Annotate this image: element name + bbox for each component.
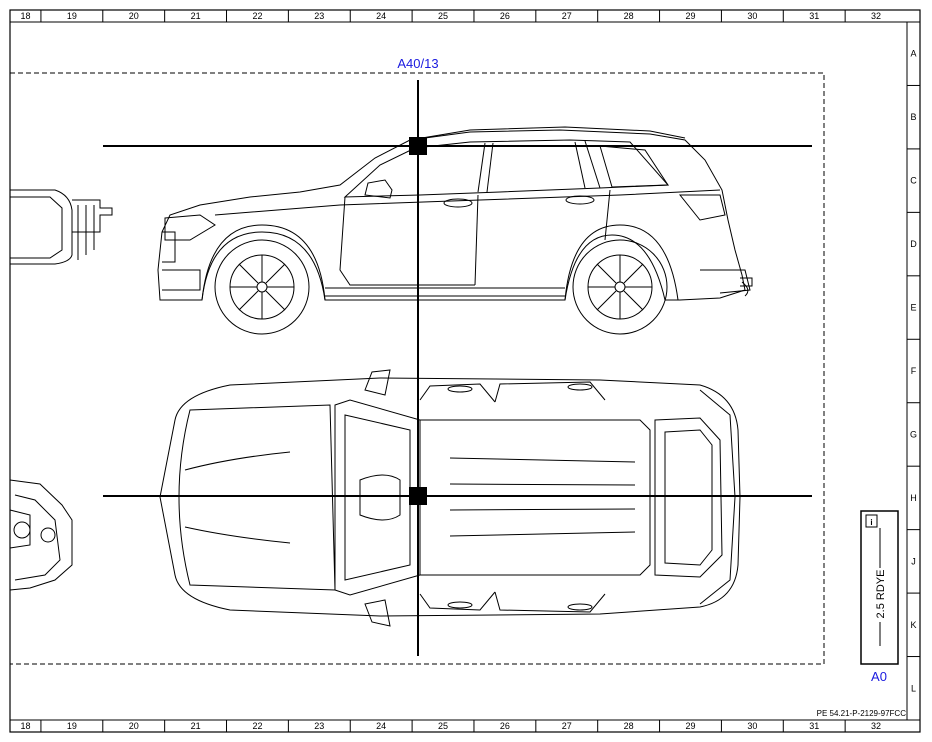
row-letter-E: E bbox=[910, 303, 916, 313]
column-number-24: 24 bbox=[376, 721, 386, 731]
top-view-location-marker[interactable] bbox=[409, 487, 427, 505]
component-boundary-dashed bbox=[10, 72, 825, 665]
info-icon-glyph: i bbox=[870, 518, 872, 527]
row-letter-C: C bbox=[910, 176, 917, 186]
row-letter-F: F bbox=[911, 366, 917, 376]
row-letter-K: K bbox=[910, 620, 916, 630]
column-number-30: 30 bbox=[747, 11, 757, 21]
column-number-32: 32 bbox=[871, 11, 881, 21]
row-letter-B: B bbox=[910, 112, 916, 122]
column-number-29: 29 bbox=[685, 721, 695, 731]
column-number-21: 21 bbox=[191, 721, 201, 731]
column-number-30: 30 bbox=[747, 721, 757, 731]
top-view-car-drawing bbox=[160, 370, 740, 626]
right-row-ticks: A B C D E F G H J K L bbox=[907, 49, 920, 693]
column-number-25: 25 bbox=[438, 11, 448, 21]
side-view-car-drawing bbox=[158, 127, 752, 334]
row-letter-L: L bbox=[911, 683, 916, 693]
column-number-27: 27 bbox=[562, 11, 572, 21]
row-letter-J: J bbox=[911, 556, 916, 566]
bottom-column-ticks: 18 19 20 21 22 23 24 25 26 27 28 29 30 31 32 bbox=[20, 720, 881, 732]
row-letter-H: H bbox=[910, 493, 917, 503]
column-number-18: 18 bbox=[20, 721, 30, 731]
column-number-26: 26 bbox=[500, 11, 510, 21]
column-number-32: 32 bbox=[871, 721, 881, 731]
column-number-31: 31 bbox=[809, 721, 819, 731]
left-partial-component-upper bbox=[10, 190, 112, 264]
column-number-19: 19 bbox=[67, 11, 77, 21]
sheet-frame bbox=[9, 9, 921, 733]
row-letter-G: G bbox=[910, 429, 917, 439]
pin-label[interactable]: A0 bbox=[871, 669, 887, 684]
column-number-23: 23 bbox=[314, 11, 324, 21]
column-number-21: 21 bbox=[191, 11, 201, 21]
column-number-28: 28 bbox=[624, 721, 634, 731]
column-number-25: 25 bbox=[438, 721, 448, 731]
component-label[interactable]: A40/13 bbox=[397, 56, 438, 71]
column-number-18: 18 bbox=[20, 11, 30, 21]
column-number-29: 29 bbox=[685, 11, 695, 21]
info-icon[interactable] bbox=[865, 514, 878, 528]
top-column-ticks: 18 19 20 21 22 23 24 25 26 27 28 29 30 31 32 bbox=[20, 10, 881, 22]
column-number-20: 20 bbox=[129, 721, 139, 731]
column-number-20: 20 bbox=[129, 11, 139, 21]
left-partial-component-lower bbox=[10, 480, 72, 590]
column-number-23: 23 bbox=[314, 721, 324, 731]
side-view-location-marker[interactable] bbox=[409, 137, 427, 155]
column-number-31: 31 bbox=[809, 11, 819, 21]
column-number-19: 19 bbox=[67, 721, 77, 731]
column-number-27: 27 bbox=[562, 721, 572, 731]
column-number-28: 28 bbox=[624, 11, 634, 21]
row-letter-D: D bbox=[910, 239, 917, 249]
column-number-24: 24 bbox=[376, 11, 386, 21]
row-letter-A: A bbox=[910, 49, 916, 59]
connector-box[interactable]: i 2.5 RDYE bbox=[860, 510, 899, 665]
wire-label: 2.5 RDYE bbox=[875, 570, 887, 619]
column-number-22: 22 bbox=[252, 11, 262, 21]
column-number-26: 26 bbox=[500, 721, 510, 731]
document-id: PE 54.21-P-2129-97FCC bbox=[817, 709, 907, 718]
column-number-22: 22 bbox=[252, 721, 262, 731]
